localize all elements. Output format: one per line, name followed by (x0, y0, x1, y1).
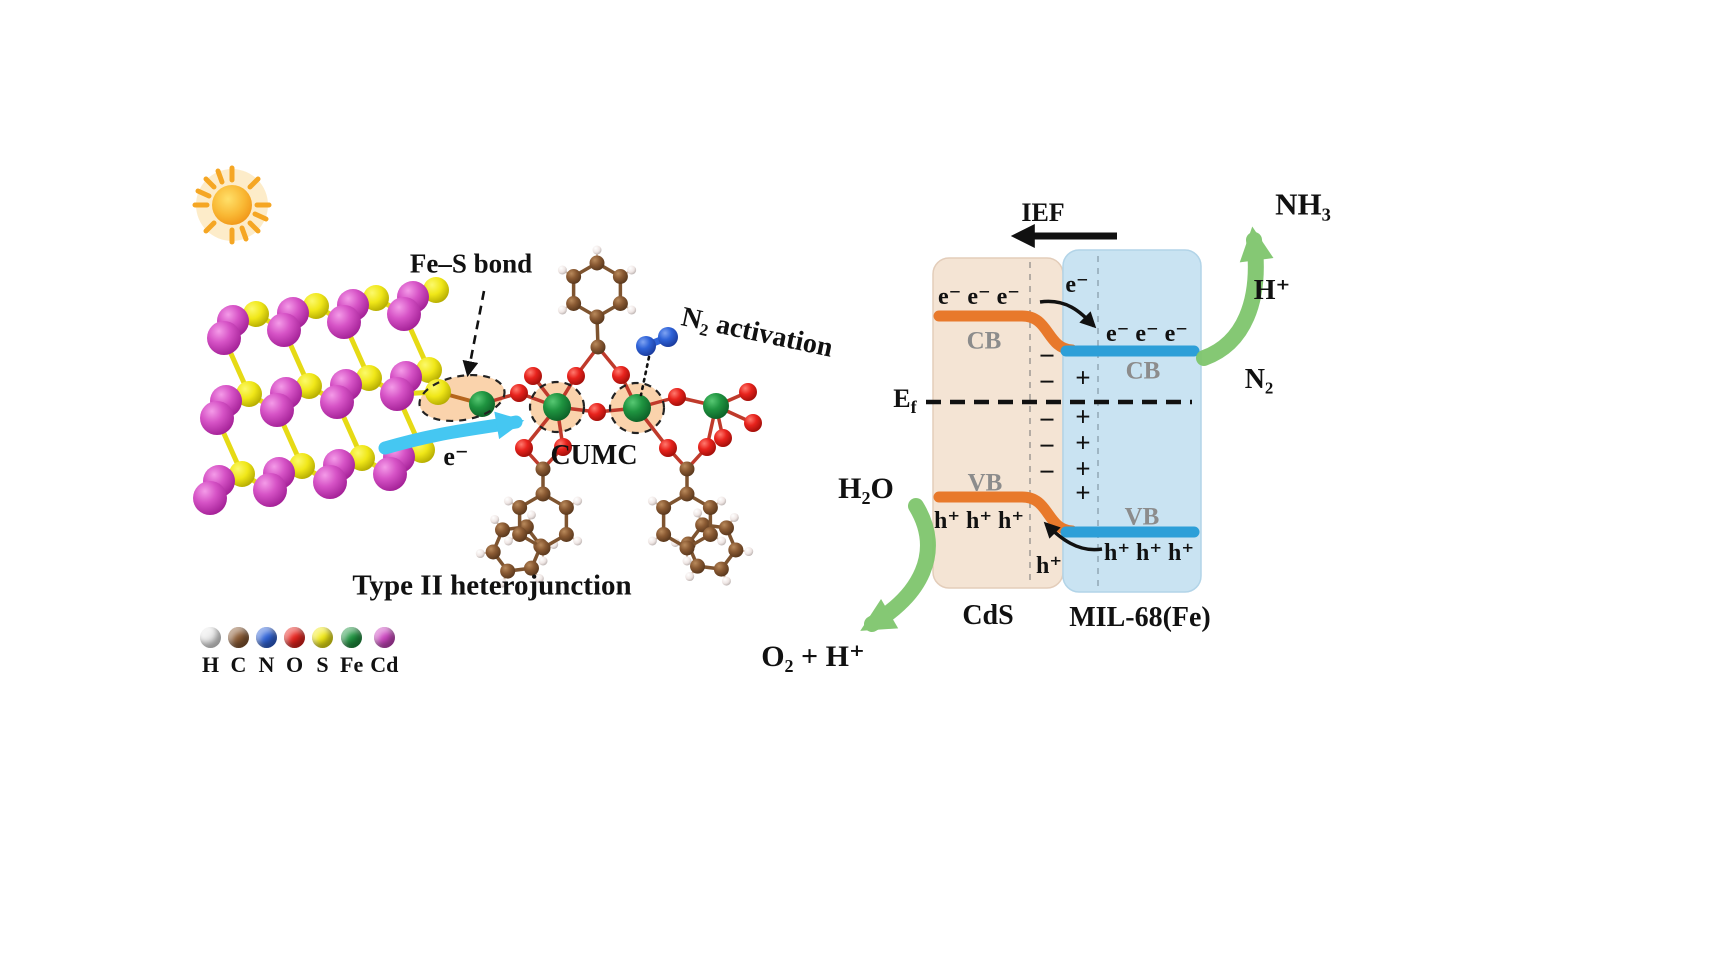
legend-label-n: N (258, 652, 275, 677)
mil-electron-label: e⁻ (1065, 272, 1089, 298)
legend-label-c: C (230, 652, 247, 677)
h-atom-swatch (200, 627, 221, 648)
atom-legend: H C N O S Fe Cd (200, 627, 398, 678)
nh3-label: NH₃ (1275, 186, 1331, 222)
legend-label-cd: Cd (370, 652, 399, 677)
fe-atom-swatch (341, 627, 363, 648)
legend-item-c: C (228, 627, 249, 678)
heterojunction-label: Type II heterojunction (352, 569, 632, 602)
h-plus-label: H⁺ (1253, 275, 1291, 306)
mil-cb-label: CB (1125, 357, 1161, 385)
nh3-green-arrow (1196, 226, 1274, 366)
fe-s-bond-arrow (462, 290, 486, 378)
mil-vb-label: VB (1124, 503, 1160, 531)
plus-sign: + (1075, 401, 1091, 432)
minus-sign: − (1039, 405, 1055, 436)
fermi-level-label: Ef (893, 383, 917, 417)
mil-vb-holes-label: h⁺ h⁺ h⁺ (1103, 540, 1195, 566)
minus-sign: − (1039, 341, 1055, 372)
electron-transfer-arrow (378, 411, 525, 455)
cumc-dashed-ellipse-1 (528, 380, 586, 434)
n2-molecule (636, 327, 678, 356)
mof-structure (469, 245, 762, 588)
o-atom-swatch (284, 627, 305, 648)
h2o-label: H₂O (838, 472, 894, 505)
legend-item-n: N (256, 627, 277, 678)
o2-green-arrow (860, 498, 936, 632)
legend-item-cd: Cd (370, 627, 398, 678)
c-atom-swatch (228, 627, 249, 648)
mil-cb-electrons-label: e⁻ e⁻ e⁻ (1106, 321, 1188, 347)
cds-name-label: CdS (962, 600, 1014, 631)
mil-name-label: MIL-68(Fe) (1069, 602, 1211, 633)
cds-vb-label: VB (967, 469, 1003, 497)
electron-transfer-label: e⁻ (443, 442, 469, 471)
legend-item-h: H (200, 627, 221, 678)
legend-label-h: H (201, 652, 220, 677)
cds-cb-electrons-label: e⁻ e⁻ e⁻ (938, 284, 1020, 310)
cds-crystal-structure (193, 277, 484, 515)
fe-s-bond-label: Fe–S bond (409, 248, 533, 279)
plus-sign: + (1075, 453, 1091, 484)
electron-flow-arrow (1039, 299, 1097, 329)
cumc-dashed-ellipse-2 (608, 381, 666, 435)
hole-flow-arrow (1043, 521, 1103, 552)
s-atom-swatch (312, 627, 333, 648)
cd-atom-swatch (373, 627, 395, 648)
legend-label-s: S (316, 652, 329, 677)
legend-label-o: O (285, 652, 304, 677)
plus-sign: + (1075, 477, 1091, 508)
o2-h-plus-label: O₂ + H⁺ (761, 640, 865, 673)
minus-sign: − (1039, 367, 1055, 398)
n2-label: N₂ (1244, 364, 1274, 395)
legend-item-s: S (312, 627, 333, 678)
plus-sign: + (1075, 427, 1091, 458)
legend-item-o: O (284, 627, 305, 678)
n-atom-swatch (256, 627, 277, 648)
fe-s-dashed-ellipse (418, 373, 506, 423)
n2-activation-dotted-line (639, 355, 651, 397)
cds-cb-label: CB (966, 327, 1002, 355)
legend-label-fe: Fe (340, 652, 364, 677)
plus-sign: + (1075, 362, 1091, 393)
ief-label: IEF (1021, 198, 1065, 227)
cumc-label: CUMC (550, 440, 638, 471)
mil-hole-label: h⁺ (1035, 553, 1063, 579)
mil-box (1062, 249, 1202, 593)
cds-vb-holes-label: h⁺ h⁺ h⁺ (933, 508, 1025, 534)
legend-item-fe: Fe (340, 627, 363, 678)
minus-sign: − (1039, 457, 1055, 488)
sun-icon (192, 165, 272, 245)
minus-sign: − (1039, 431, 1055, 462)
